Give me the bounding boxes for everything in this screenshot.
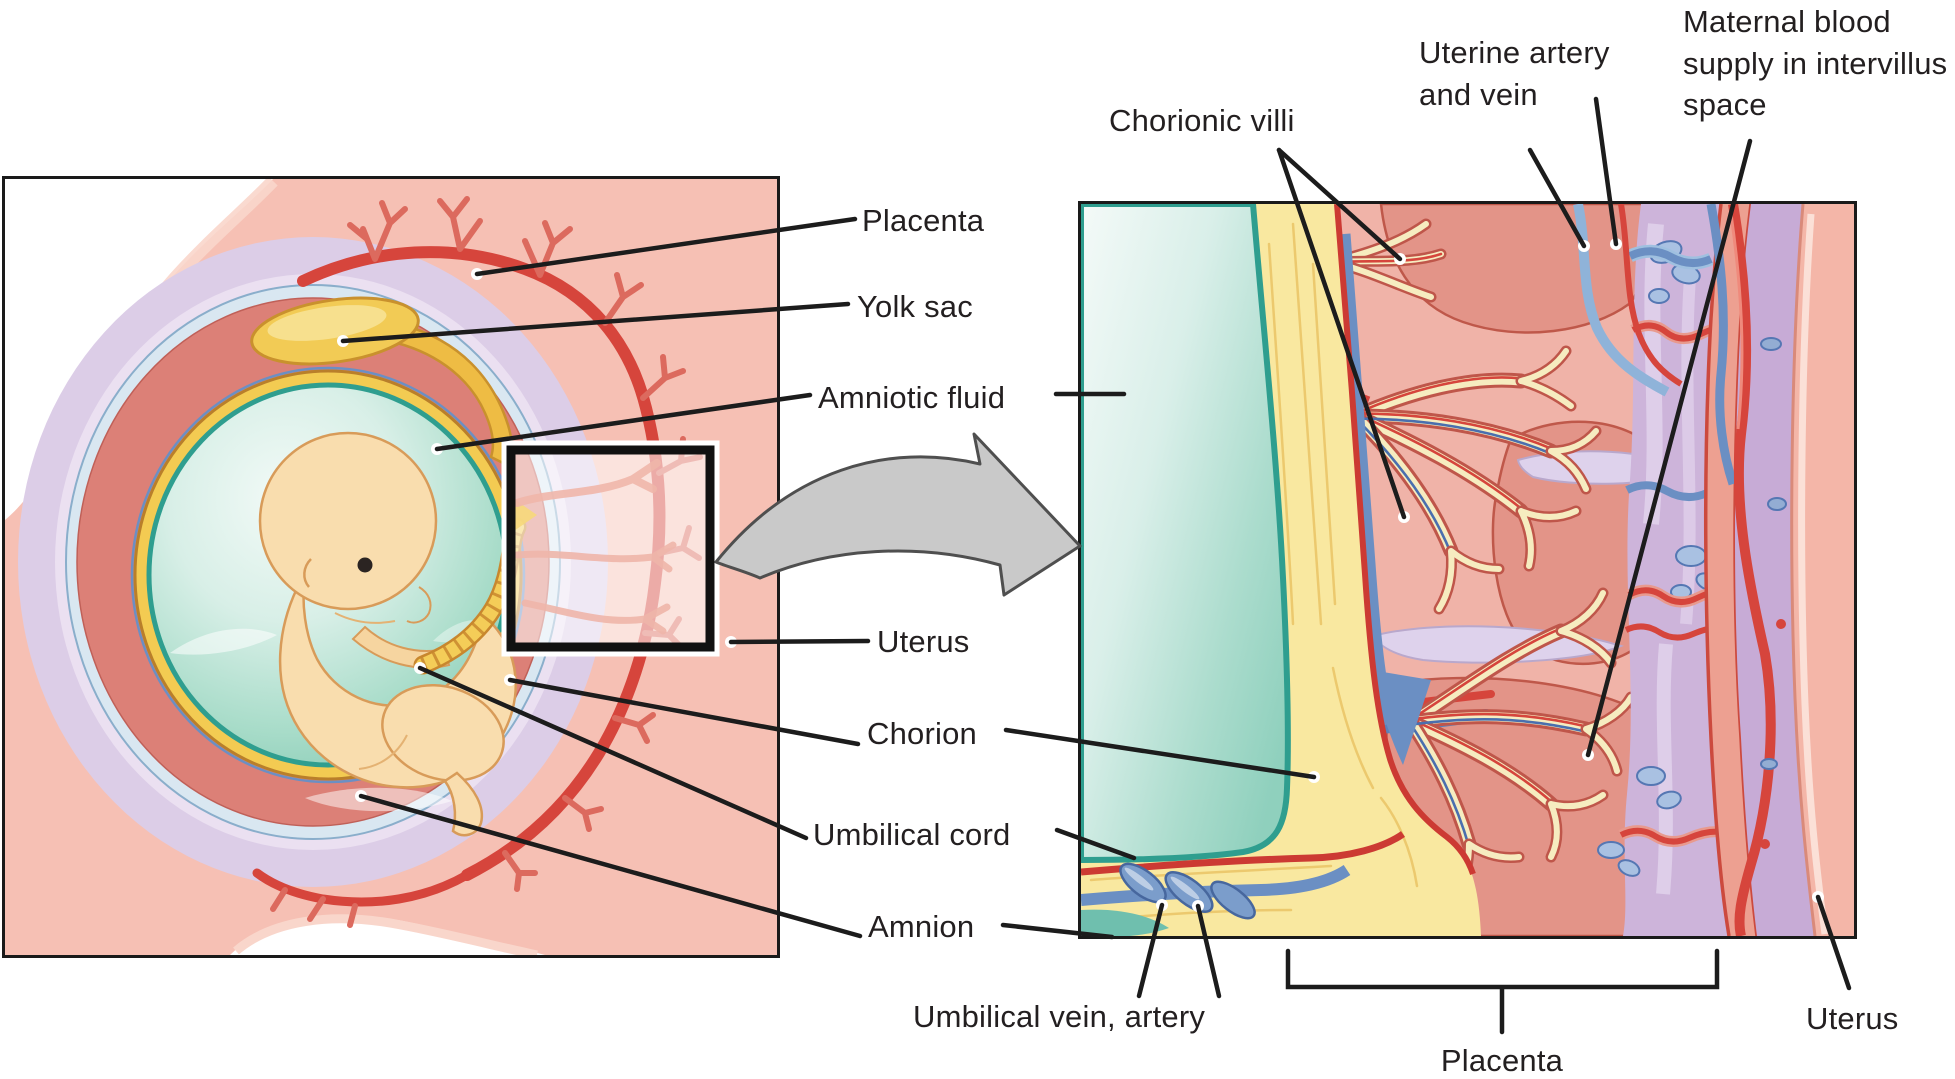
label-placenta-bottom: Placenta — [1440, 1043, 1564, 1078]
label-maternal-blood-supply: Maternal blood supply in intervillus spa… — [1683, 4, 1948, 123]
fetus-illustration — [5, 179, 777, 955]
zoom-region-box — [501, 440, 720, 657]
chorion-layer — [1081, 204, 1481, 936]
label-uterus-right: Uterus — [1806, 1001, 1899, 1036]
vessel-junction — [1371, 670, 1431, 765]
label-amnion: Amnion — [868, 909, 975, 944]
myometrium-band — [1735, 204, 1815, 936]
label-uterus-left: Uterus — [877, 624, 970, 659]
label-chorionic-villi: Chorionic villi — [1109, 103, 1295, 138]
label-umbilical-cord: Umbilical cord — [813, 817, 1011, 852]
label-amniotic-fluid: Amniotic fluid — [818, 380, 1006, 415]
label-yolk-sac: Yolk sac — [857, 289, 973, 324]
placenta-detail-illustration — [1081, 204, 1854, 936]
placenta-bracket — [1285, 948, 1720, 1035]
umbilical-cord-entry — [1081, 831, 1406, 936]
amniotic-fluid-region — [1081, 204, 1291, 864]
label-chorion: Chorion — [867, 716, 977, 751]
label-placenta-left: Placenta — [862, 203, 985, 238]
label-uterine-artery-and-vein: Uterine artery and vein — [1419, 35, 1610, 112]
label-umbilical-vein-artery: Umbilical vein, artery — [913, 999, 1206, 1034]
right-panel-placenta-detail — [1078, 201, 1857, 939]
left-panel-fetus-in-uterus — [2, 176, 780, 958]
